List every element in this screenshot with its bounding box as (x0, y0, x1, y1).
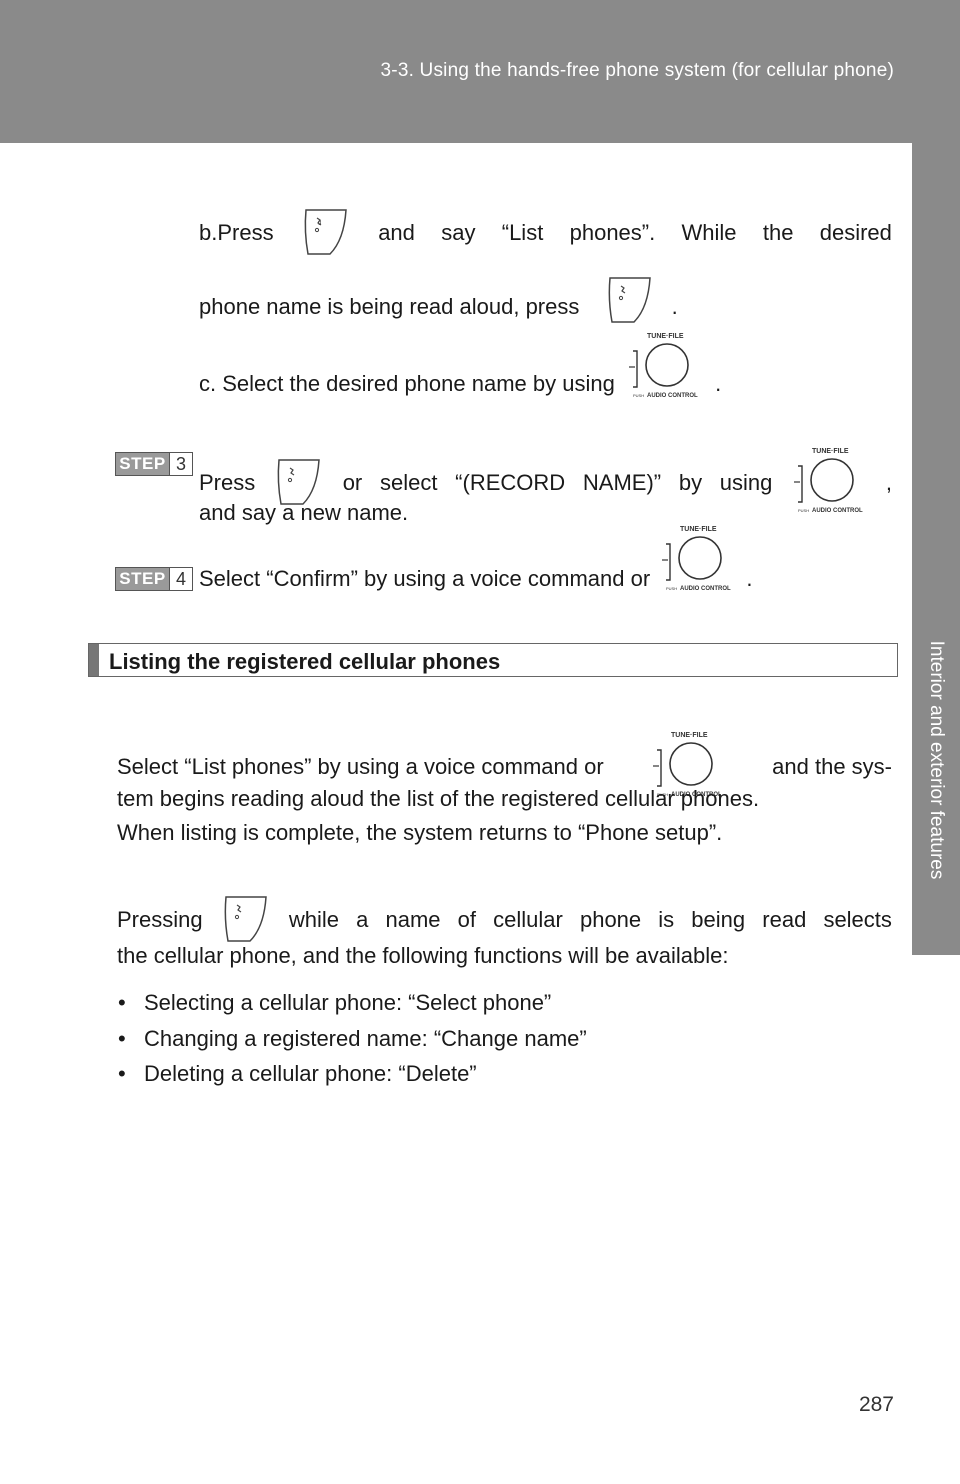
svg-text:TUNE·FILE: TUNE·FILE (680, 526, 717, 533)
step-4-line: Select “Confirm” by using a voice comman… (199, 526, 753, 594)
svg-text:AUDIO CONTROL: AUDIO CONTROL (812, 508, 863, 514)
step-number: 4 (169, 568, 192, 590)
section-title: 3-3. Using the hands-free phone system (… (380, 60, 894, 81)
text: . (715, 370, 722, 396)
text: Press (199, 470, 256, 495)
text: “List (501, 220, 544, 245)
para1-line-3: When listing is complete, the system ret… (117, 820, 723, 845)
text: name (385, 907, 441, 932)
voice-command-switch-icon: ᵍ (304, 209, 347, 255)
para2-line-1: Pressing while a name of cellular phone … (117, 893, 892, 947)
step-word: STEP (116, 568, 169, 590)
text: selects (823, 907, 892, 932)
text: Select “Confirm” by using a voice comman… (199, 566, 651, 591)
text: c. Select the desired phone name by usin… (199, 370, 615, 396)
text: phone name is being read aloud, press (199, 293, 580, 319)
svg-text:PUSH: PUSH (657, 792, 668, 797)
svg-text:PUSH: PUSH (666, 586, 677, 591)
text: , (885, 470, 892, 495)
step-b-line-1: b.Press ᵍ and say “List phones”. While t… (199, 206, 892, 260)
text: and (378, 220, 415, 245)
para1-line-1: Select “List phones” by using a voice co… (117, 732, 892, 800)
svg-text:ᵍ: ᵍ (318, 218, 322, 228)
list-item: • Changing a registered name: “Change nam… (118, 1026, 587, 1052)
svg-text:AUDIO CONTROL: AUDIO CONTROL (671, 792, 722, 798)
list-item: • Deleting a cellular phone: “Delete” (118, 1061, 477, 1087)
page-number: 287 (858, 1393, 894, 1416)
text: b.Press (199, 220, 274, 245)
tune-file-knob-icon: TUNE·FILE PUSH AUDIO CONTROL (652, 732, 722, 798)
text: . (671, 293, 678, 319)
tune-file-knob-icon: TUNE·FILE PUSH AUDIO CONTROL (628, 333, 698, 399)
step-3-line-1: Press or select “(RECORD NAME)” by using… (199, 448, 892, 516)
bullet-dot: • (118, 1061, 126, 1086)
text: a (356, 907, 369, 932)
text: and the sys- (772, 754, 892, 779)
step-number: 3 (169, 453, 192, 475)
text: Select “List phones” by using a voice co… (117, 754, 604, 779)
step-c-line: c. Select the desired phone name by usin… (199, 333, 722, 401)
svg-text:AUDIO CONTROL: AUDIO CONTROL (647, 393, 698, 399)
tune-file-knob-icon: TUNE·FILE PUSH AUDIO CONTROL (794, 448, 863, 514)
para2-line-2: the cellular phone, and the following fu… (117, 943, 729, 968)
step-b-line-2: phone name is being read aloud, press . (199, 277, 678, 328)
para1-line-2: tem begins reading aloud the list of the… (117, 786, 760, 811)
text: NAME)” (582, 470, 662, 495)
voice-command-switch-icon (608, 277, 651, 323)
text: phone (579, 907, 642, 932)
chapter-tab (912, 143, 960, 541)
text: say (441, 220, 476, 245)
svg-text:AUDIO CONTROL: AUDIO CONTROL (680, 586, 731, 592)
text: or (342, 470, 363, 495)
list-item-text: Changing a registered name: “Change name… (144, 1026, 587, 1051)
step-word: STEP (116, 453, 169, 475)
text: the (762, 220, 794, 245)
text: using (719, 470, 773, 495)
section-heading: Listing the registered cellular phones (88, 643, 898, 677)
bullet-dot: • (118, 990, 126, 1015)
text: read (762, 907, 807, 932)
list-item: • Selecting a cellular phone: “Select pho… (118, 990, 551, 1016)
chapter-label: Interior and exterior features (926, 640, 947, 880)
text: phones”. (569, 220, 656, 245)
step-badge: STEP 3 (115, 452, 193, 476)
step-badge: STEP 4 (115, 567, 193, 591)
svg-text:PUSH: PUSH (633, 393, 644, 398)
text: cellular (493, 907, 563, 932)
list-item-text: Selecting a cellular phone: “Select phon… (144, 990, 552, 1015)
text: being (691, 907, 746, 932)
list-item-text: Deleting a cellular phone: “Delete” (144, 1061, 477, 1086)
section-heading-text: Listing the registered cellular phones (109, 649, 501, 674)
tune-file-knob-icon: TUNE·FILE PUSH AUDIO CONTROL (662, 526, 731, 592)
text: is (658, 907, 675, 932)
step-3-line-2: and say a new name. (199, 500, 409, 525)
text: While (681, 220, 737, 245)
voice-command-switch-icon (277, 459, 320, 505)
text: . (746, 566, 753, 591)
chapter-tab-label-bg (912, 541, 960, 955)
page-header: 3-3. Using the hands-free phone system (… (0, 0, 960, 143)
text: “(RECORD (455, 470, 566, 495)
svg-text:TUNE·FILE: TUNE·FILE (671, 732, 708, 739)
voice-command-switch-icon (224, 896, 267, 942)
text: by (678, 470, 703, 495)
text: while (288, 907, 339, 932)
text: select (379, 470, 438, 495)
svg-text:TUNE·FILE: TUNE·FILE (647, 333, 684, 340)
svg-text:TUNE·FILE: TUNE·FILE (812, 448, 849, 455)
svg-text:PUSH: PUSH (798, 508, 809, 513)
heading-marker (89, 644, 99, 676)
text: desired (819, 220, 892, 245)
bullet-dot: • (118, 1026, 126, 1051)
text: Pressing (117, 907, 203, 932)
text: of (457, 907, 477, 932)
